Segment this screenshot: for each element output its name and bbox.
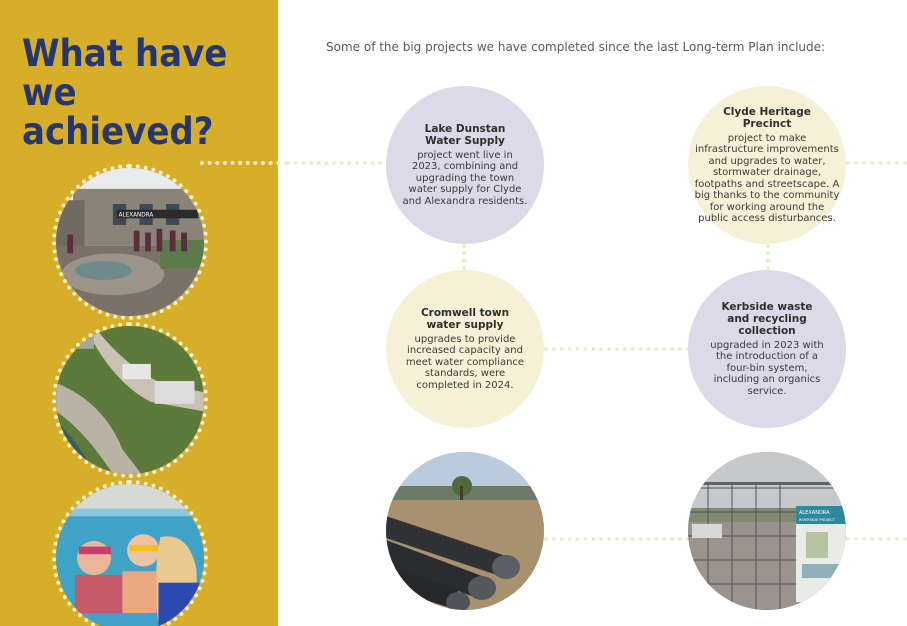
photo-pool-opening: ALEXANDRA [52, 164, 208, 320]
heading-line-1: What have we [22, 32, 228, 114]
connector-bottom-right [846, 537, 907, 541]
page-heading: What have we achieved? [22, 34, 252, 151]
project-description: project to make infrastructure improveme… [694, 132, 840, 225]
photo-aerial-site [52, 322, 208, 478]
riverside-sign-text: ALEXANDRA [799, 510, 830, 516]
photo-water-pipes [386, 452, 544, 610]
project-description: upgraded in 2023 with the introduction o… [710, 339, 824, 397]
pool-sign-text: ALEXANDRA [119, 212, 154, 218]
heading-line-2: achieved? [22, 110, 214, 153]
intro-text: Some of the big projects we have complet… [326, 40, 826, 54]
connector-vert-left [462, 244, 466, 270]
connector-middle [544, 347, 690, 351]
photo-riverside-project: ALEXANDRA RIVERSIDE PROJECT [688, 452, 846, 610]
connector-vert-right [766, 244, 770, 270]
connector-bottom [544, 537, 690, 541]
connector-top-right [846, 161, 907, 165]
project-description: project went live in 2023, combining and… [402, 149, 528, 207]
riverside-sign-subtext: RIVERSIDE PROJECT [799, 518, 836, 522]
connector-top-left [286, 161, 390, 165]
project-description: upgrades to provide increased capacity a… [405, 333, 525, 391]
connector-left-top [200, 161, 288, 165]
photo-swimming-lesson [52, 480, 208, 626]
